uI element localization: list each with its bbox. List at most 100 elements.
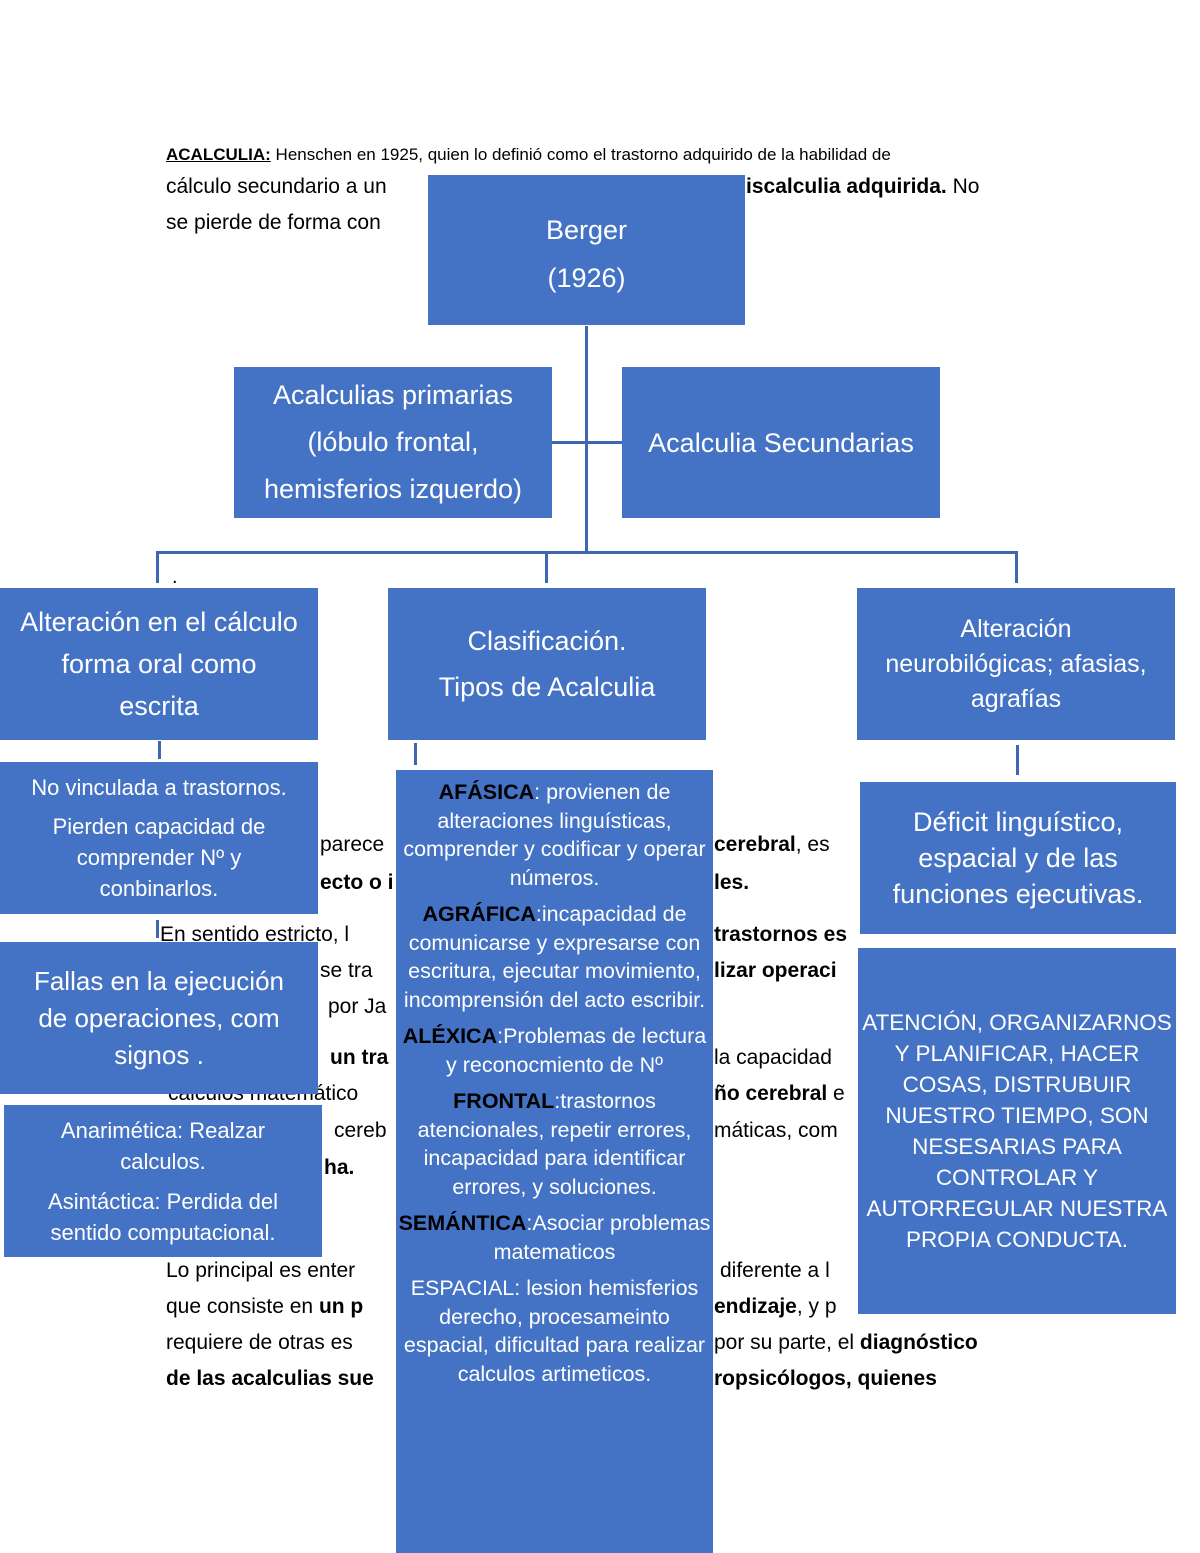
types-box: AFÁSICA: provienen de alteraciones lingu… xyxy=(396,770,713,1553)
doc-line-9a: un tra xyxy=(330,1045,388,1071)
doc-line-1: ACALCULIA: Henschen en 1925, quien lo de… xyxy=(166,142,891,168)
doc-line-7a: se tra xyxy=(320,958,373,984)
doc-line-8a: por Ja xyxy=(328,994,386,1020)
connector-center-sub xyxy=(414,743,417,765)
type-agrafica: AGRÁFICA:incapacidad de comunicarse y ex… xyxy=(398,900,711,1014)
left-sub2-line: de operaciones, com xyxy=(38,1002,280,1033)
doc-line-7b: lizar operaci xyxy=(714,958,837,984)
connector-left-drop xyxy=(156,551,159,583)
doc-text: diferente a l xyxy=(720,1259,830,1282)
right-branch-line: Alteración xyxy=(960,614,1072,643)
type-text: :Problemas de lectura y reconocmiento de… xyxy=(446,1024,707,1077)
doc-text: e xyxy=(827,1082,845,1105)
doc-line-11b: máticas, com xyxy=(714,1118,838,1144)
right-sub-box-1: Déficit linguístico, espacial y de las f… xyxy=(860,782,1176,934)
doc-text: se pierde de forma con xyxy=(166,211,381,234)
left-sub3-line: Anarimética: Realzar xyxy=(60,1117,266,1143)
type-alexica: ALÉXICA:Problemas de lectura y reconocmi… xyxy=(398,1022,711,1079)
root-year: (1926) xyxy=(547,263,626,293)
doc-line-5b: les. xyxy=(714,870,749,896)
right-branch-box: Alteración neurobilógicas; afasias, agra… xyxy=(857,588,1175,740)
doc-text: endizaje xyxy=(714,1295,797,1318)
type-semantica: SEMÁNTICA:Asociar problemas matematicos xyxy=(398,1209,711,1266)
doc-text: por su parte, el xyxy=(714,1331,860,1354)
doc-line-15a: requiere de otras es xyxy=(166,1330,353,1356)
type-espacial: ESPACIAL: lesion hemisferios derecho, pr… xyxy=(398,1274,711,1388)
type-text: : provienen de alteraciones linguísticas… xyxy=(403,780,706,890)
connector-right-sub xyxy=(1016,745,1019,775)
doc-text: , es xyxy=(795,833,830,856)
right-sub-box-2: ATENCIÓN, ORGANIZARNOS Y PLANIFICAR, HAC… xyxy=(858,948,1176,1314)
doc-line-15b: por su parte, el diagnóstico xyxy=(714,1330,978,1356)
left-sub-box-2: Fallas en la ejecución de operaciones, c… xyxy=(0,942,318,1094)
doc-text: , y p xyxy=(796,1295,837,1318)
doc-line-12a: ha. xyxy=(324,1155,354,1181)
doc-line-6a: En sentido estricto, l xyxy=(160,922,349,948)
left-sub1-line: comprender Nº y xyxy=(76,845,242,870)
doc-text: No xyxy=(946,175,980,198)
primarias-box: Acalculias primarias (lóbulo frontal, he… xyxy=(234,367,552,518)
connector-branch-horizontal xyxy=(156,551,1018,554)
doc-text: ño cerebral xyxy=(714,1082,828,1105)
doc-text: Lo principal es enter xyxy=(166,1259,356,1282)
doc-line-14b: endizaje, y p xyxy=(714,1294,837,1320)
left-branch-line: escrita xyxy=(119,691,199,721)
center-branch-box: Clasificación. Tipos de Acalculia xyxy=(388,588,706,740)
doc-line-14a: que consiste en un p xyxy=(166,1294,363,1320)
doc-text: parece xyxy=(320,833,385,856)
connector-left-mark xyxy=(156,920,159,938)
left-sub2-line: signos . xyxy=(114,1039,204,1070)
doc-text: máticas, com xyxy=(714,1119,838,1142)
secundarias-label: Acalculia Secundarias xyxy=(648,427,914,458)
type-text: :trastornos atencionales, repetir errore… xyxy=(417,1089,692,1199)
type-text: :incapacidad de comunicarse y expresarse… xyxy=(403,902,706,1012)
doc-text: ecto o i xyxy=(320,871,394,894)
left-sub1-line: Pierden capacidad de xyxy=(52,814,266,839)
doc-text: de las acalculias sue xyxy=(166,1367,374,1390)
root-title: Berger xyxy=(545,215,628,245)
left-sub1-line: No vinculada a trastornos. xyxy=(31,775,287,800)
right-sub1-line: Déficit linguístico, xyxy=(912,807,1124,837)
doc-line-4a: parece xyxy=(320,832,384,858)
left-branch-line: Alteración en el cálculo xyxy=(20,607,298,637)
connector-left-sub xyxy=(158,741,161,759)
doc-text: lizar operaci xyxy=(714,959,837,982)
left-sub1-line: conbinarlos. xyxy=(99,876,219,901)
type-key: FRONTAL xyxy=(453,1089,555,1113)
doc-line-9b: la capacidad xyxy=(714,1045,832,1071)
doc-line-13a: Lo principal es enter xyxy=(166,1258,355,1284)
doc-text: un p xyxy=(318,1295,364,1318)
primarias-line: Acalculias primarias xyxy=(272,380,514,410)
right-branch-line: agrafías xyxy=(970,684,1062,713)
secundarias-box: Acalculia Secundarias xyxy=(622,367,940,518)
doc-text: que consiste en xyxy=(166,1295,319,1318)
doc-text: se tra xyxy=(320,959,373,982)
doc-text: cerebral xyxy=(714,833,796,856)
left-sub3-line: sentido computacional. xyxy=(50,1219,276,1245)
right-sub2-text: ATENCIÓN, ORGANIZARNOS Y PLANIFICAR, HAC… xyxy=(862,1010,1172,1252)
connector-root-vertical xyxy=(585,326,588,554)
right-branch-line: neurobilógicas; afasias, xyxy=(885,649,1147,678)
doc-text: por Ja xyxy=(328,995,387,1018)
type-frontal: FRONTAL:trastornos atencionales, repetir… xyxy=(398,1087,711,1201)
left-sub-box-1: No vinculada a trastornos. Pierden capac… xyxy=(0,762,318,914)
doc-line-13b: diferente a l xyxy=(720,1258,830,1284)
type-key: AGRÁFICA xyxy=(422,902,536,926)
doc-line-11a: cereb xyxy=(334,1118,387,1144)
type-key: AFÁSICA xyxy=(438,780,535,804)
type-key: SEMÁNTICA xyxy=(398,1211,527,1235)
type-text: :Asociar problemas matematicos xyxy=(493,1211,711,1264)
right-sub1-line: funciones ejecutivas. xyxy=(892,879,1144,909)
doc-line-16a: de las acalculias sue xyxy=(166,1366,374,1392)
root-box-berger: Berger (1926) xyxy=(428,175,745,325)
left-sub-box-3: Anarimética: Realzar calculos. Asintácti… xyxy=(4,1105,322,1257)
doc-text: les. xyxy=(714,871,750,894)
doc-line-6b: trastornos es xyxy=(714,922,847,948)
type-key: ALÉXICA xyxy=(402,1024,498,1048)
type-afasica: AFÁSICA: provienen de alteraciones lingu… xyxy=(398,778,711,892)
center-branch-line: Clasificación. xyxy=(467,626,627,656)
left-sub3-line: calculos. xyxy=(120,1148,206,1174)
doc-text: cereb xyxy=(334,1119,387,1142)
primarias-line: (lóbulo frontal, xyxy=(307,427,479,457)
left-branch-box: Alteración en el cálculo forma oral como… xyxy=(0,588,318,740)
